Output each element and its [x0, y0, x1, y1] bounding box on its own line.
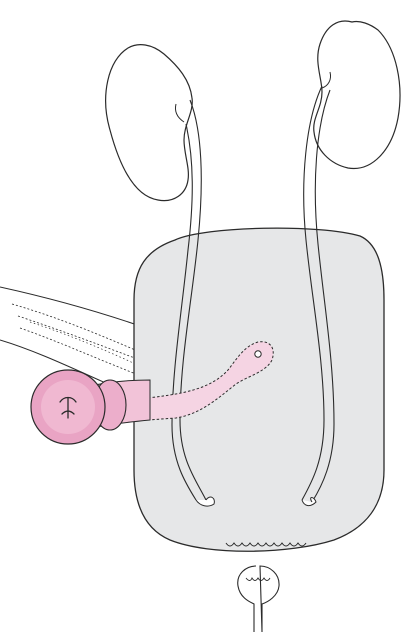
conduit-opening	[255, 351, 261, 357]
right-kidney-icon	[314, 21, 400, 168]
stoma-rosette-icon	[31, 370, 126, 444]
left-kidney-icon	[106, 45, 193, 201]
bladder-reservoir	[134, 228, 384, 551]
urethral-meatus-icon	[238, 566, 279, 632]
